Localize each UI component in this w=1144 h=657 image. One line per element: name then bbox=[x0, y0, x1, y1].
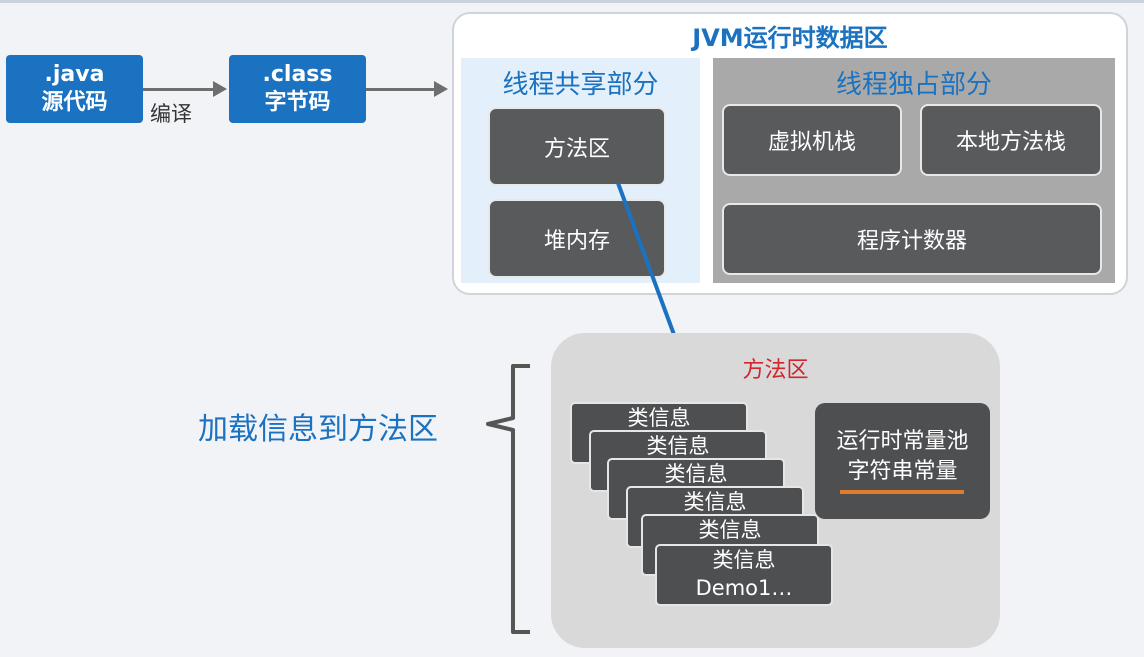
java-source-line1: .java bbox=[44, 62, 105, 87]
heap-memory-box: 堆内存 bbox=[488, 199, 666, 278]
top-border-line bbox=[0, 0, 1144, 3]
thread-exclusive-title: 线程独占部分 bbox=[835, 70, 992, 100]
runtime-constant-pool-label: 运行时常量池 bbox=[836, 429, 969, 454]
native-method-stack-box: 本地方法栈 bbox=[920, 104, 1102, 176]
string-constant-label: 字符串常量 bbox=[847, 459, 958, 484]
class-bytecode-line1: .class bbox=[262, 62, 333, 87]
demo1-label: Demo1… bbox=[695, 576, 793, 600]
class-info-card-label: 类信息 bbox=[712, 548, 776, 572]
class-bytecode-box: .class 字节码 bbox=[229, 55, 366, 123]
compile-arrow-head bbox=[213, 81, 227, 97]
compile-label: 编译 bbox=[150, 102, 192, 126]
class-info-card-demo1: 类信息 Demo1… bbox=[655, 544, 833, 606]
compile-arrow-line bbox=[143, 88, 215, 91]
program-counter-box: 程序计数器 bbox=[722, 203, 1102, 275]
java-source-line2: 源代码 bbox=[41, 90, 108, 115]
jvm-title: JVM运行时数据区 bbox=[692, 24, 888, 52]
method-area-link-line bbox=[616, 182, 678, 341]
constant-pool-box: 运行时常量池 字符串常量 bbox=[815, 403, 990, 519]
left-brace bbox=[486, 364, 530, 634]
method-area-box: 方法区 bbox=[488, 107, 666, 186]
string-constant-underline bbox=[840, 490, 964, 494]
method-area-detail-title: 方法区 bbox=[742, 358, 809, 383]
thread-shared-title: 线程共享部分 bbox=[502, 70, 659, 100]
vm-stack-box: 虚拟机栈 bbox=[722, 104, 902, 176]
load-arrow-head bbox=[434, 81, 448, 97]
java-source-box: .java 源代码 bbox=[6, 55, 143, 123]
class-bytecode-line2: 字节码 bbox=[264, 90, 331, 115]
load-arrow-line bbox=[366, 88, 436, 91]
load-to-method-area-label: 加载信息到方法区 bbox=[198, 412, 438, 447]
